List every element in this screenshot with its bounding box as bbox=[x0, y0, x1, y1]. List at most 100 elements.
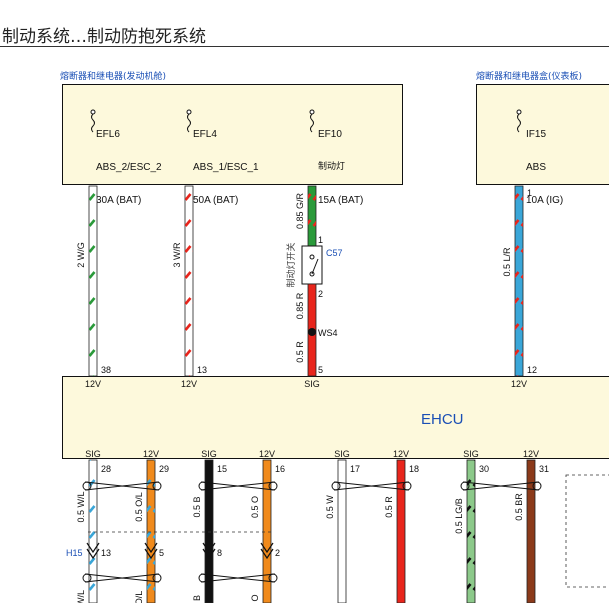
pin-type-12: 12V bbox=[511, 379, 527, 389]
ehcu-module bbox=[62, 376, 609, 459]
fuse-efl4-icon-term bbox=[186, 109, 192, 115]
wire-085-gr-stripe bbox=[308, 186, 316, 246]
h15-pin-5: 5 bbox=[159, 548, 164, 558]
wire-label-bottom-b: 0.5 B bbox=[192, 496, 202, 517]
pin-type-29: 12V bbox=[143, 449, 159, 459]
fuse-rating: 15A (BAT) bbox=[318, 195, 364, 206]
twist-h15-a-r bbox=[152, 573, 162, 583]
twist-h15-b-x bbox=[200, 573, 276, 583]
twist-15-16-x bbox=[200, 481, 276, 491]
fuse-if15: IF15 ABS 10A (IG) bbox=[526, 107, 563, 228]
h15-pin-8: 8 bbox=[217, 548, 222, 558]
engine-box-title: 熔断器和继电器(发动机舱) bbox=[60, 72, 167, 82]
twist-h15-b-l bbox=[198, 573, 208, 583]
fuse-name: IF15 bbox=[526, 129, 547, 140]
twist-17-18-l bbox=[331, 481, 341, 491]
panel-fuse-box bbox=[476, 84, 609, 185]
twist-28-29-r bbox=[152, 481, 162, 491]
h15-lower-label-B: B bbox=[192, 595, 202, 601]
fuse-efl6-icon-term bbox=[90, 109, 96, 115]
fuse-ef10: EF10 制动灯 15A (BAT) bbox=[318, 107, 363, 228]
h15-pin-13: 13 bbox=[101, 548, 111, 558]
splice-label: WS4 bbox=[318, 328, 338, 338]
pin-28: 28 bbox=[101, 464, 111, 474]
brake-switch-icon bbox=[301, 245, 323, 285]
switch-pin-out: 2 bbox=[318, 289, 323, 299]
h15-lower-label-O: O bbox=[250, 594, 260, 601]
fuse-circuit: ABS bbox=[526, 162, 547, 173]
wire-3-wr-stripe bbox=[185, 186, 193, 376]
twist-30-31-l bbox=[460, 481, 470, 491]
engine-fuse-box bbox=[62, 84, 403, 185]
twist-15-16-r bbox=[268, 481, 278, 491]
pin-type-38: 12V bbox=[85, 379, 101, 389]
fuse-efl4-icon bbox=[187, 113, 191, 133]
wire-bottom-o bbox=[262, 459, 272, 603]
wire-bottom-b bbox=[204, 459, 214, 603]
wire-bottom-w bbox=[337, 459, 347, 603]
twist-h15-b-r bbox=[268, 573, 278, 583]
pin-type-13: 12V bbox=[181, 379, 197, 389]
panel-box-title: 熔断器和继电器盒(仪表板) bbox=[476, 72, 583, 82]
fuse-ef10-icon-term bbox=[309, 109, 315, 115]
wire-bottom-lg-b-stripe bbox=[467, 460, 475, 603]
fuse-if15-icon bbox=[517, 113, 521, 133]
h15-chevron-5 bbox=[144, 542, 158, 560]
page-title: 制动系统…制动防抱死系统 bbox=[2, 27, 206, 47]
pin-38: 38 bbox=[101, 365, 111, 375]
twist-30-31-x bbox=[462, 481, 540, 491]
pin-31: 31 bbox=[539, 464, 549, 474]
wire-label-bottom-o: 0.5 O bbox=[250, 496, 260, 518]
switch-label: 制动灯开关 bbox=[285, 242, 296, 287]
wire-label-3-wr: 3 W/R bbox=[172, 242, 182, 268]
pin-16: 16 bbox=[275, 464, 285, 474]
fuse-name: EFL4 bbox=[193, 129, 217, 140]
wire-bottom-w-l-stripe bbox=[89, 460, 97, 603]
fuse-efl6-icon bbox=[91, 113, 95, 133]
wire-label-2-wg: 2 W/G bbox=[76, 242, 86, 268]
h15-chevron-13 bbox=[86, 542, 100, 560]
wire-bottom-o-l-stripe bbox=[147, 460, 155, 603]
splice-dot bbox=[308, 328, 316, 336]
wire-bottom-r bbox=[396, 459, 406, 603]
twist-15-16-l bbox=[198, 481, 208, 491]
pin-17: 17 bbox=[350, 464, 360, 474]
wire-bottom-br bbox=[526, 459, 536, 603]
wire-label-085-gr: 0.85 G/R bbox=[295, 192, 305, 229]
twist-28-29-l bbox=[82, 481, 92, 491]
twist-17-18-r bbox=[402, 481, 412, 491]
panel-pin: 1 bbox=[527, 188, 532, 198]
wire-label-05-r: 0.5 R bbox=[295, 341, 305, 363]
pin-29: 29 bbox=[159, 464, 169, 474]
twist-h15-a-x bbox=[84, 573, 160, 583]
pin-13: 13 bbox=[197, 365, 207, 375]
pin-type-5: SIG bbox=[304, 379, 320, 389]
pin-5: 5 bbox=[318, 365, 323, 375]
ehcu-label: EHCU bbox=[421, 411, 464, 428]
h15-label: H15 bbox=[66, 548, 83, 558]
wire-label-bottom-br: 0.5 BR bbox=[514, 493, 524, 521]
title-underline bbox=[0, 46, 609, 47]
wire-05-lr-stripe bbox=[515, 186, 523, 376]
twist-h15-a-l bbox=[82, 573, 92, 583]
pin-15: 15 bbox=[217, 464, 227, 474]
switch-connector: C57 bbox=[326, 248, 343, 258]
pin-30: 30 bbox=[479, 464, 489, 474]
fuse-ef10-icon bbox=[310, 113, 314, 133]
h15-chevron-2 bbox=[260, 542, 274, 560]
h15-lower-label-O/L: O/L bbox=[134, 591, 144, 603]
h15-lower-label-W/L: W/L bbox=[76, 590, 86, 603]
fuse-name: EF10 bbox=[318, 129, 342, 140]
twist-17-18-x bbox=[333, 481, 410, 491]
pin-type-18: 12V bbox=[393, 449, 409, 459]
wire-label-05-lr: 0.5 L/R bbox=[502, 247, 512, 277]
wire-label-085-r: 0.85 R bbox=[295, 292, 305, 319]
fuse-name: EFL6 bbox=[96, 129, 120, 140]
fuse-if15-icon-term bbox=[516, 109, 522, 115]
twist-30-31-r bbox=[532, 481, 542, 491]
wire-label-bottom-r: 0.5 R bbox=[384, 496, 394, 518]
pin-type-15: SIG bbox=[201, 449, 217, 459]
pin-type-17: SIG bbox=[334, 449, 350, 459]
